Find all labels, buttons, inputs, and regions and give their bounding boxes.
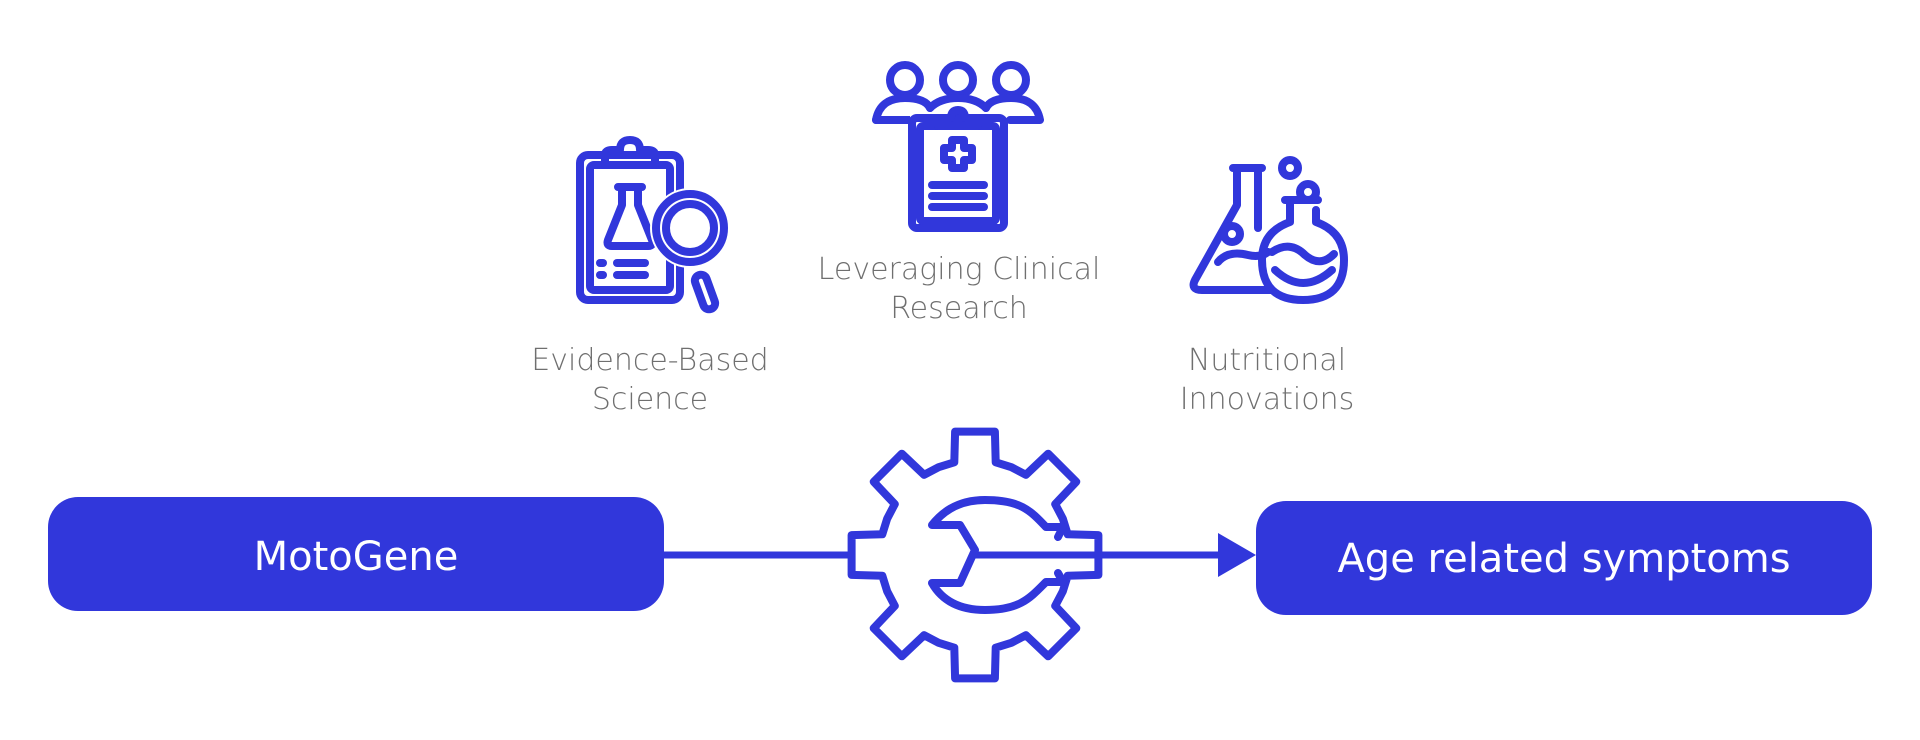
pillar-label-nutrition-line1: Nutritional [1188, 343, 1346, 378]
target-box: Age related symptoms [1256, 501, 1872, 615]
pillar-label-clinical-line1: Leveraging Clinical [818, 252, 1101, 287]
source-box-label: MotoGene [254, 534, 459, 580]
lab-flasks-icon [1189, 156, 1348, 304]
source-box: MotoGene [48, 497, 664, 611]
clipboard-flask-magnifier-icon [576, 136, 730, 314]
pillar-label-evidence-line2: Science [592, 382, 708, 417]
people-medical-clipboard-icon [872, 61, 1044, 232]
arrowhead-icon [1218, 533, 1256, 577]
gear-wrench-icon [847, 427, 1103, 683]
pillar-label-nutrition-line2: Innovations [1180, 382, 1354, 417]
pillar-label-evidence-line1: Evidence-Based [531, 343, 768, 378]
pillar-label-clinical-line2: Research [890, 291, 1028, 326]
target-box-label: Age related symptoms [1337, 536, 1790, 582]
